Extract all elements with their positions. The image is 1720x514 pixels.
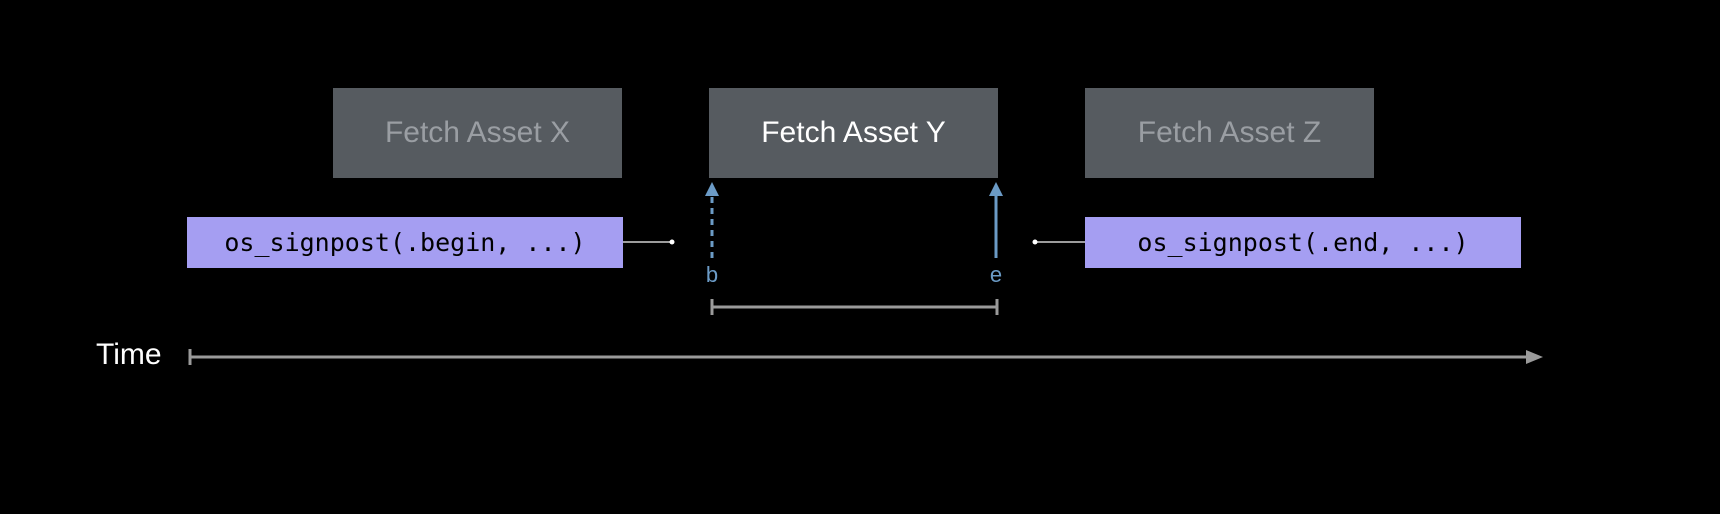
begin-arrowhead (705, 182, 719, 196)
task-fetch-asset-x: Fetch Asset X (333, 88, 622, 178)
task-fetch-asset-y: Fetch Asset Y (709, 88, 998, 178)
time-axis-label: Time (96, 338, 162, 371)
signpost-begin-call: os_signpost(.begin, ...) (187, 217, 623, 268)
begin-marker-label: b (705, 262, 719, 287)
begin-connector-dot (669, 239, 675, 245)
end-marker-label: e (989, 262, 1003, 287)
end-arrowhead (989, 182, 1003, 196)
time-axis-arrowhead (1526, 350, 1543, 364)
task-fetch-asset-z: Fetch Asset Z (1085, 88, 1374, 178)
signpost-end-call: os_signpost(.end, ...) (1085, 217, 1521, 268)
end-connector-dot (1032, 239, 1038, 245)
